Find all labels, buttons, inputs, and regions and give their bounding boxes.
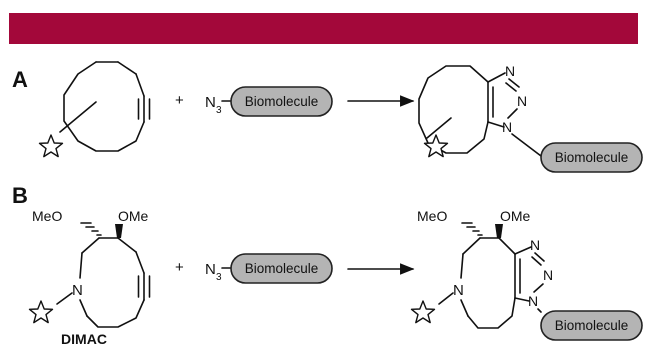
biomolecule-label: Biomolecule xyxy=(245,94,319,109)
panel-letter-a: A xyxy=(12,67,28,92)
azide-subscript: 3 xyxy=(216,272,222,283)
hashed-wedge xyxy=(80,222,102,236)
product-biomolecule-label: Biomolecule xyxy=(555,150,629,165)
panel-letter-b: B xyxy=(12,183,28,208)
azide-subscript: 3 xyxy=(216,105,222,116)
product-ome-label: OMe xyxy=(500,208,531,224)
product-triazole-n2: N xyxy=(543,267,553,283)
plus-sign: + xyxy=(175,259,184,276)
product-meo-label: MeO xyxy=(417,208,447,224)
bold-wedge xyxy=(115,224,123,238)
product-ring-nitrogen: N xyxy=(453,282,464,299)
triazole-n2: N xyxy=(517,93,527,109)
azide-reagent: N 3 Biomolecule xyxy=(205,253,333,284)
product-bold-wedge xyxy=(495,224,503,238)
triazole-n3: N xyxy=(502,119,512,135)
star-icon xyxy=(38,134,64,158)
plus-sign: + xyxy=(175,92,184,109)
product-biomolecule-pill xyxy=(540,310,643,341)
product-biomolecule-pill xyxy=(540,142,643,173)
ring-nitrogen: N xyxy=(72,282,83,299)
azide-reagent: N 3 Biomolecule xyxy=(205,86,333,117)
product-hashed-wedge xyxy=(461,222,483,236)
biomolecule-pill xyxy=(230,86,333,117)
product-triazole-n3: N xyxy=(528,293,538,309)
dimac-reactant: MeO OMe N DIMAC xyxy=(32,208,151,347)
biomolecule-pill xyxy=(230,253,333,284)
star-icon xyxy=(28,300,54,324)
azide-n: N xyxy=(205,261,216,278)
meo-label: MeO xyxy=(32,208,62,224)
triazole-n1: N xyxy=(505,63,515,79)
panel-a: A + N 3 Biomolecule xyxy=(12,61,643,173)
biomolecule-label: Biomolecule xyxy=(245,261,319,276)
triazole-product-b: MeO OMe xyxy=(417,208,643,341)
product-triazole-n1: N xyxy=(530,237,540,253)
triazole-product-a: N N N Biomolecule xyxy=(418,63,643,173)
header-banner xyxy=(9,13,638,44)
cyclooctyne xyxy=(59,61,151,152)
panel-b: B MeO OMe N xyxy=(12,183,643,347)
ome-label: OMe xyxy=(118,208,149,224)
azide-n: N xyxy=(205,94,216,111)
dimac-caption: DIMAC xyxy=(61,331,107,347)
product-star-icon xyxy=(410,300,436,324)
product-biomolecule-label: Biomolecule xyxy=(555,318,629,333)
